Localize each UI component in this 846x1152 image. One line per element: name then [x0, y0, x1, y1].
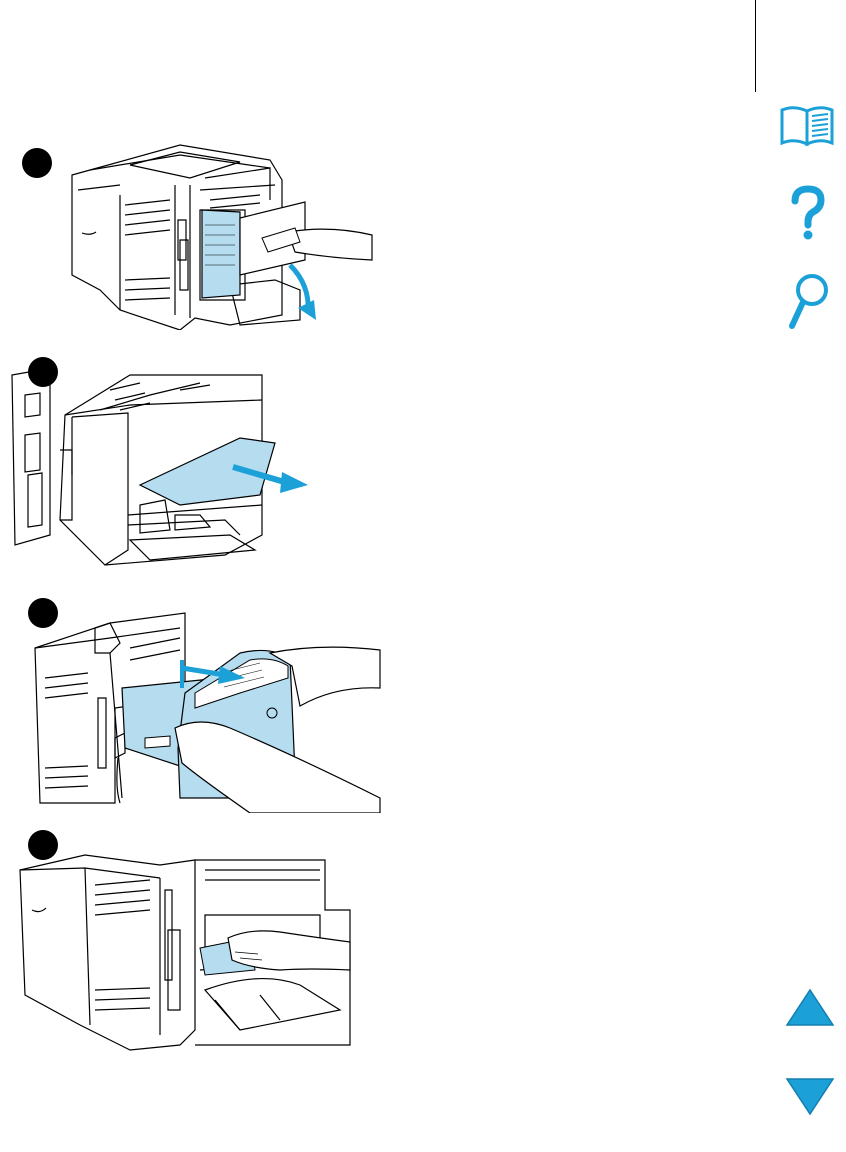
book-icon[interactable]: [778, 104, 836, 148]
down-arrow-icon[interactable]: [785, 1076, 835, 1116]
question-mark-icon[interactable]: [789, 185, 827, 241]
step-1-open-rear-door: [0, 140, 400, 330]
step-4-clear-paper-path: [0, 830, 400, 1055]
printer-door-illustration: [0, 140, 400, 330]
step-number-badge: [22, 148, 52, 178]
step-number-badge: [28, 357, 58, 387]
jammed-paper-illustration: [0, 355, 400, 570]
step-number-badge: [28, 598, 58, 628]
header-rule: [755, 0, 756, 92]
paper-path-illustration: [0, 830, 400, 1055]
step-2-pull-jammed-paper: [0, 355, 400, 570]
step-number-badge: [28, 830, 58, 860]
up-arrow-icon[interactable]: [785, 988, 835, 1028]
duplex-unit-illustration: [0, 598, 400, 813]
step-3-remove-duplex-unit: [0, 598, 400, 813]
magnifier-icon[interactable]: [784, 272, 832, 332]
